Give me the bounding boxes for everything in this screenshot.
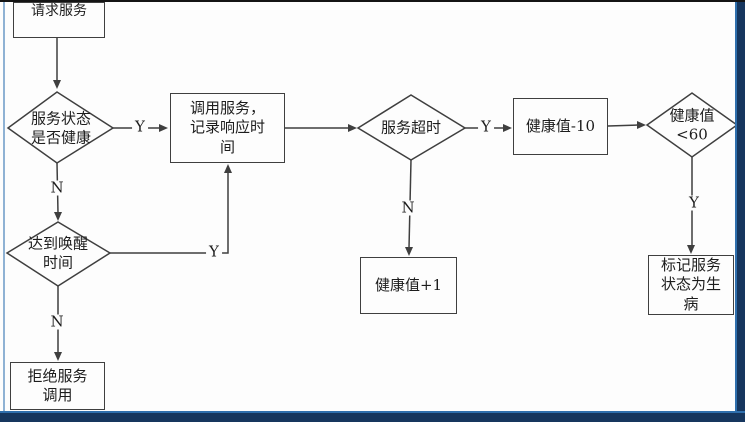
- node-sick-label: 标记服务 状态为生 病: [660, 256, 721, 313]
- node-wake-label: 达到唤醒 时间: [27, 234, 89, 271]
- node-refuse-call: 拒绝服务 调用: [10, 362, 105, 410]
- arrowhead-up-icon: [224, 164, 232, 173]
- edge-label-wake-no: N: [47, 314, 67, 330]
- arrowhead-down-icon: [405, 247, 413, 256]
- arrowhead-down-icon: [54, 212, 62, 221]
- edge-minus10-lt60: [607, 124, 639, 127]
- edge-label-lt60-yes: Y: [686, 195, 702, 211]
- frame-bottom-accent: [0, 411, 745, 413]
- node-lt60-label: 健康值 <60: [669, 106, 715, 143]
- node-health-label: 服务状态 是否健康: [30, 109, 92, 146]
- arrowhead-down-icon: [687, 245, 695, 254]
- node-call-label: 调用服务， 记录响应时 间: [189, 99, 265, 156]
- node-request-label: 请求服务: [31, 3, 87, 19]
- node-health-plus1: 健康值+1: [360, 257, 457, 314]
- node-health-minus10: 健康值-10: [513, 98, 608, 155]
- node-refuse-label: 拒绝服务 调用: [27, 366, 88, 404]
- frame-right-accent: [735, 2, 737, 422]
- node-plus1-label: 健康值+1: [374, 275, 443, 294]
- node-mark-sick: 标记服务 状态为生 病: [648, 255, 734, 315]
- arrowhead-down-icon: [54, 352, 62, 361]
- node-request-service: 请求服务: [13, 2, 105, 38]
- edge-label-wake-yes: Y: [206, 244, 222, 260]
- node-wake-decision: [5, 221, 112, 287]
- arrowhead-right-icon: [348, 124, 357, 132]
- edge-label-health-no: N: [47, 180, 67, 196]
- frame-right-border: [737, 2, 745, 422]
- edge-label-timeout-no: N: [398, 200, 418, 216]
- edge-label-timeout-yes: Y: [478, 119, 494, 135]
- arrowhead-right-icon: [503, 124, 512, 132]
- edge-wake-yes: [110, 172, 229, 254]
- arrowhead-right-icon: [159, 124, 168, 132]
- frame-top-border: [0, 0, 745, 2]
- node-call-service: 调用服务， 记录响应时 间: [170, 93, 285, 163]
- edge-label-health-yes: Y: [132, 119, 148, 135]
- node-minus10-label: 健康值-10: [525, 116, 596, 135]
- node-timeout-label: 服务超时: [380, 118, 442, 137]
- arrowhead-down-icon: [53, 80, 61, 89]
- node-timeout-decision: [356, 94, 467, 161]
- frame-bottom-border: [0, 413, 745, 422]
- frame-left-border: [3, 2, 5, 412]
- arrowhead-right-icon: [637, 121, 646, 129]
- node-health-decision: [6, 91, 115, 164]
